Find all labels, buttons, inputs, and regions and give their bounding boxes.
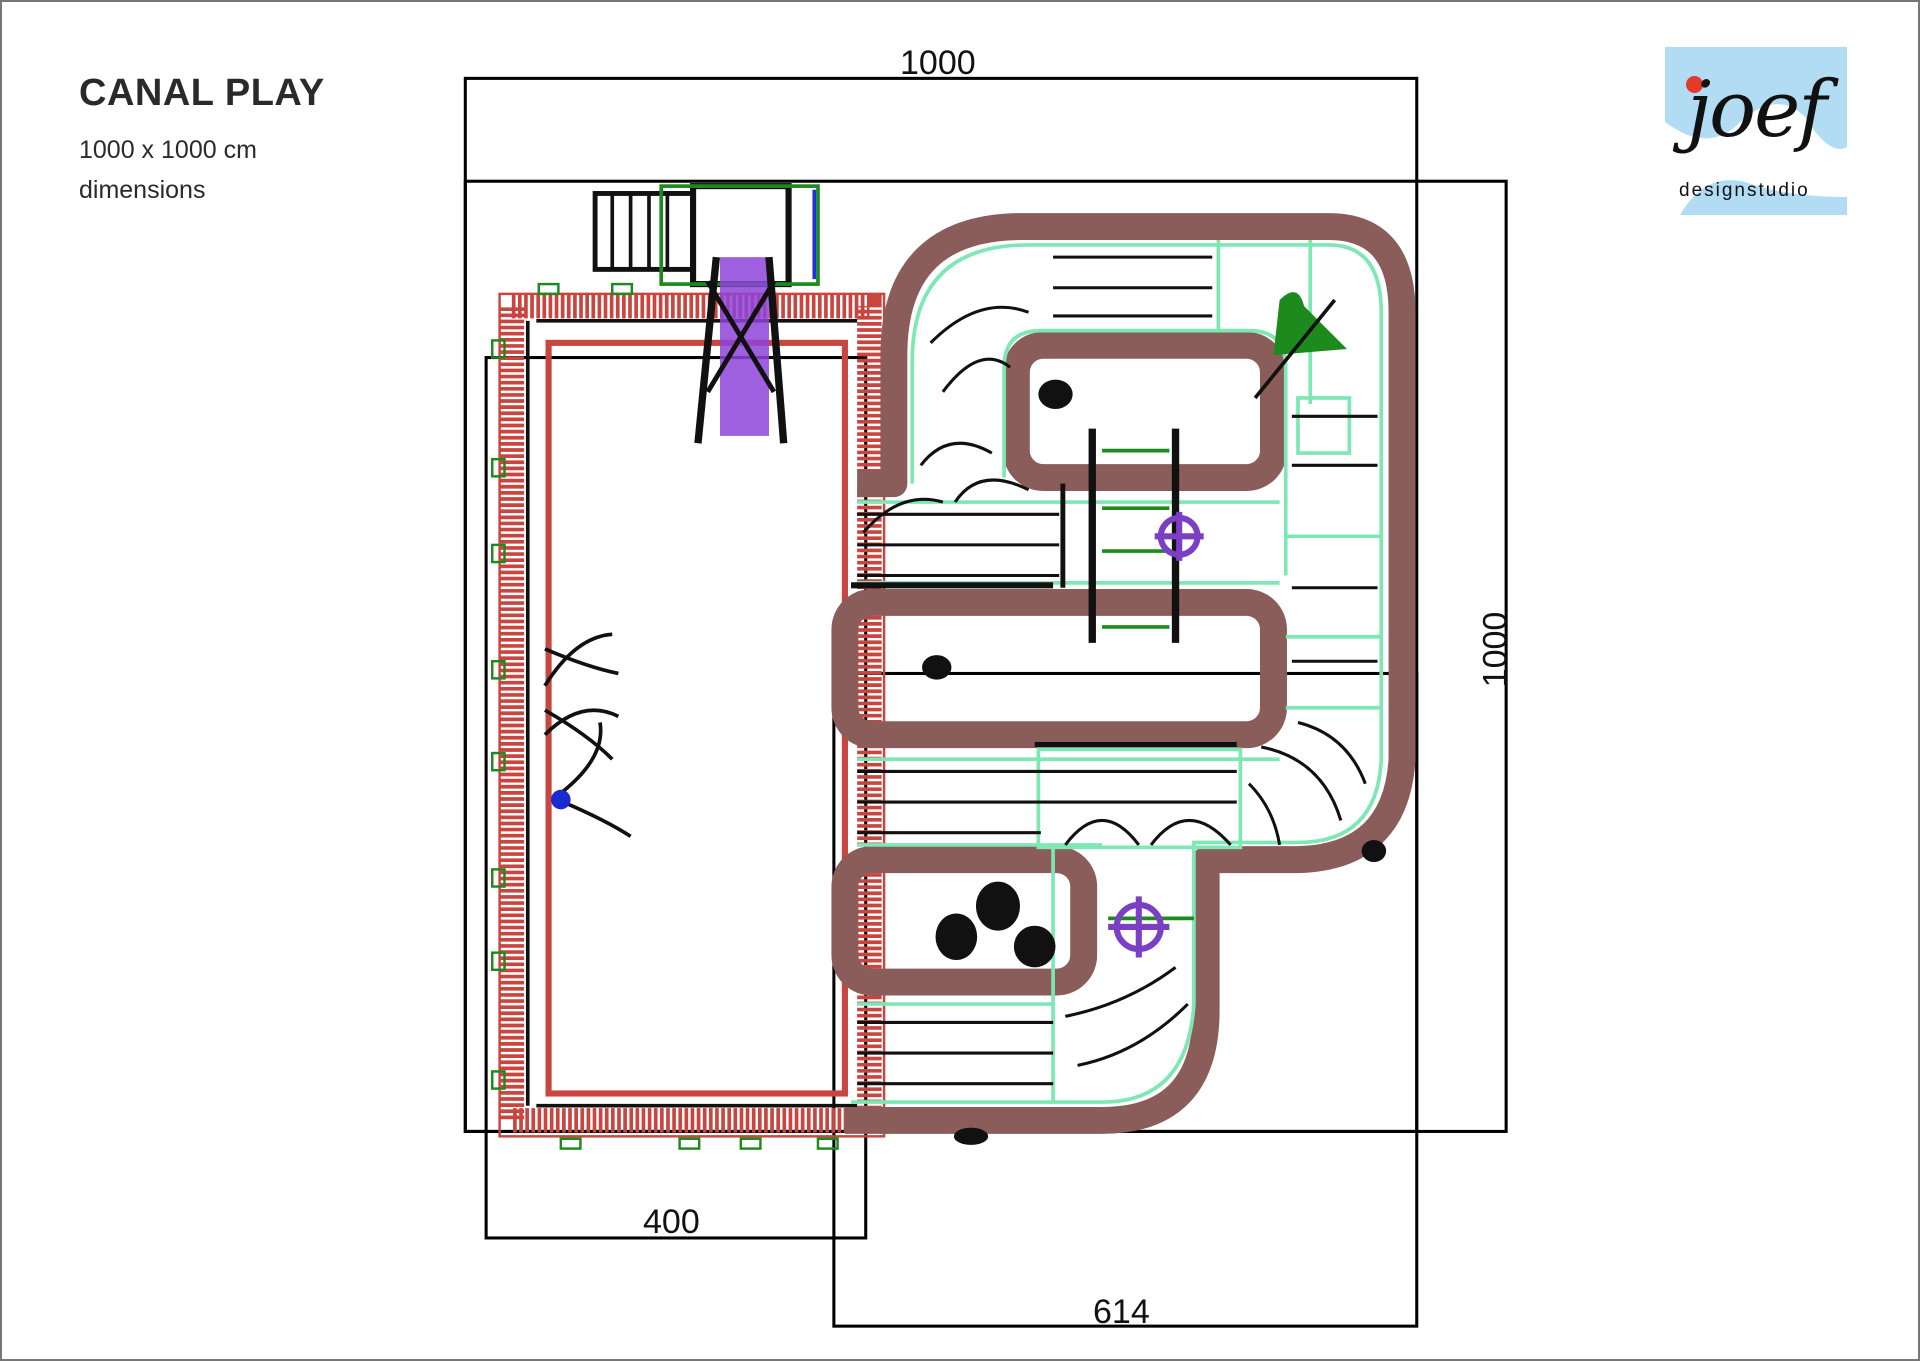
plant — [1273, 292, 1347, 356]
sandpit-frame — [491, 282, 886, 1150]
logo-dot — [1686, 76, 1703, 93]
bridge — [1102, 448, 1194, 921]
size-label: 1000 x 1000 cm — [79, 136, 257, 164]
climbing-tower — [592, 183, 820, 444]
rope-net — [543, 632, 632, 838]
canal-wall — [831, 213, 1416, 1134]
logo-name: joef — [1687, 65, 1827, 155]
joef-logo: joef designstudio — [1665, 47, 1847, 215]
caption-label: dimensions — [79, 176, 206, 204]
water-target-2 — [1108, 896, 1170, 958]
dimension-box-614 — [832, 671, 1419, 1328]
logo-tagline: designstudio — [1679, 180, 1810, 201]
dimension-label-top: 1000 — [900, 44, 976, 82]
page-title: CANAL PLAY — [79, 72, 325, 114]
dimension-label-400: 400 — [643, 1203, 700, 1241]
channel-slats — [851, 255, 1378, 1086]
water-target-1 — [1154, 511, 1204, 561]
dimension-label-right: 1000 — [1476, 611, 1515, 688]
rocks — [922, 379, 1387, 1145]
rope-anchor — [551, 789, 571, 810]
dimension-label-614: 614 — [1093, 1293, 1150, 1331]
dimension-box-400 — [484, 356, 868, 1240]
